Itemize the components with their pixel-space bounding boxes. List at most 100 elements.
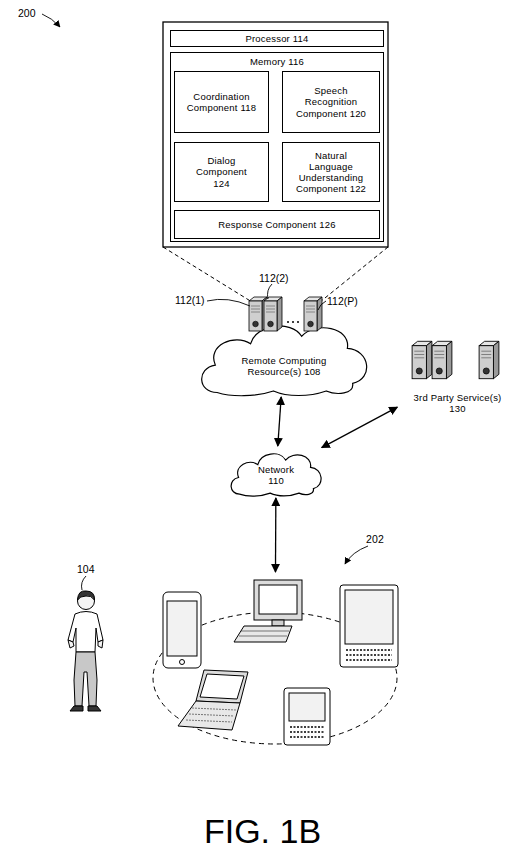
desktop-computer-icon	[254, 580, 302, 620]
e-reader-icon	[346, 649, 392, 651]
connector-arrow	[278, 397, 281, 446]
cloud-outline	[202, 326, 367, 396]
dashed-ellipse	[152, 575, 398, 745]
detail-dashed-line	[163, 247, 388, 302]
tablet-keyboard-icon	[290, 731, 324, 733]
node-text: Network 110	[252, 464, 300, 486]
server-icon	[264, 297, 282, 331]
callout-number: 112(1)	[175, 294, 205, 306]
smartphone-icon	[163, 592, 201, 668]
detail-dashed-line	[163, 247, 252, 302]
node-text: Processor 114	[245, 33, 308, 44]
node-text: Memory 116	[250, 56, 304, 67]
e-reader-icon	[340, 585, 398, 667]
desktop-computer-icon	[234, 580, 302, 642]
device-group: 202	[152, 575, 398, 745]
component-box: Natural Language Understanding Component…	[282, 142, 380, 202]
person-figure	[78, 593, 95, 610]
service-group: 3rd Party Service(s) 130	[400, 335, 515, 415]
e-reader-icon	[340, 585, 398, 667]
laptop-icon	[186, 720, 232, 722]
callout-number: 200	[18, 7, 36, 19]
node-text: 3rd Party Service(s) 130	[406, 392, 509, 414]
connector-arrow	[322, 407, 398, 447]
person-figure	[78, 591, 95, 600]
desktop-computer-icon	[241, 631, 289, 632]
component-box: Coordination Component 118	[174, 71, 269, 133]
person-figure	[68, 591, 103, 711]
memory-box: Memory 116Coordination Component 118 Spee…	[170, 52, 384, 242]
laptop-icon	[192, 708, 236, 710]
laptop-icon	[200, 674, 244, 699]
server-detail-frame	[163, 22, 388, 247]
desktop-computer-icon	[259, 585, 297, 614]
e-reader-icon	[346, 659, 392, 661]
laptop-icon	[178, 670, 248, 730]
node-text: Natural Language Understanding Component…	[295, 150, 367, 195]
server-icon	[304, 297, 322, 331]
tablet-keyboard-icon	[290, 736, 324, 738]
tablet-keyboard-icon	[284, 688, 330, 745]
processor-box: Processor 114	[170, 30, 384, 47]
person-figure	[70, 706, 83, 711]
ellipsis-dots	[287, 321, 289, 323]
server-icon	[412, 341, 499, 378]
tablet-keyboard-icon	[290, 726, 324, 728]
component-box: Dialog Component 124	[174, 142, 269, 202]
node-text: Response Component 126	[218, 219, 335, 230]
person-figure	[68, 640, 74, 648]
detail-dashed-line	[320, 247, 388, 302]
server-icon	[479, 341, 499, 378]
smartphone-icon	[180, 660, 185, 665]
node-text: Remote Computing Resource(s) 108	[226, 355, 342, 377]
node-text: Dialog Component 124	[187, 155, 256, 189]
server-icon	[249, 297, 267, 331]
e-reader-icon	[345, 590, 393, 644]
callout-number: 104	[77, 563, 95, 575]
leader-line	[42, 14, 60, 27]
node-text: Speech Recognition Component 120	[295, 85, 367, 119]
cloud-shape: Network 110	[228, 449, 324, 495]
leader-line	[318, 301, 326, 310]
callout-number: 112(P)	[327, 295, 358, 307]
person-figure	[74, 652, 97, 706]
e-reader-icon	[346, 654, 392, 656]
component-box: Response Component 126	[174, 210, 380, 239]
desktop-computer-icon	[234, 626, 292, 642]
person-figure	[68, 612, 103, 653]
node-text: 202	[366, 533, 384, 545]
ellipsis-dots	[292, 321, 294, 323]
tablet-keyboard-icon	[284, 688, 330, 745]
leader-line	[42, 14, 368, 590]
connector-arrow	[275, 498, 277, 572]
figure-caption: FIG. 1B	[0, 812, 525, 851]
leader-line	[345, 546, 368, 564]
smartphone-icon	[163, 592, 201, 668]
laptop-icon	[196, 670, 248, 703]
component-box: Speech Recognition Component 120	[282, 71, 380, 133]
ellipsis-dots	[297, 321, 299, 323]
server-icon	[432, 341, 452, 378]
desktop-computer-icon	[239, 636, 287, 637]
ellipsis-dots	[287, 321, 299, 323]
leader-line	[82, 576, 87, 590]
server-icon	[412, 341, 432, 378]
leader-line	[268, 284, 273, 299]
laptop-icon	[189, 714, 234, 716]
node-text: Coordination Component 118	[185, 91, 258, 113]
cloud-outline	[231, 454, 321, 496]
person-figure	[88, 706, 101, 711]
desktop-computer-icon	[272, 620, 284, 626]
leader-line	[207, 299, 250, 306]
laptop-icon	[178, 701, 240, 730]
tablet-keyboard-icon	[289, 693, 325, 721]
callout-number: 112(2)	[259, 272, 289, 284]
smartphone-icon	[167, 601, 197, 656]
person-figure	[98, 640, 103, 648]
dashed-ellipse	[153, 612, 397, 744]
server-icon	[249, 297, 322, 331]
cloud-shape: Remote Computing Resource(s) 108	[196, 318, 372, 394]
